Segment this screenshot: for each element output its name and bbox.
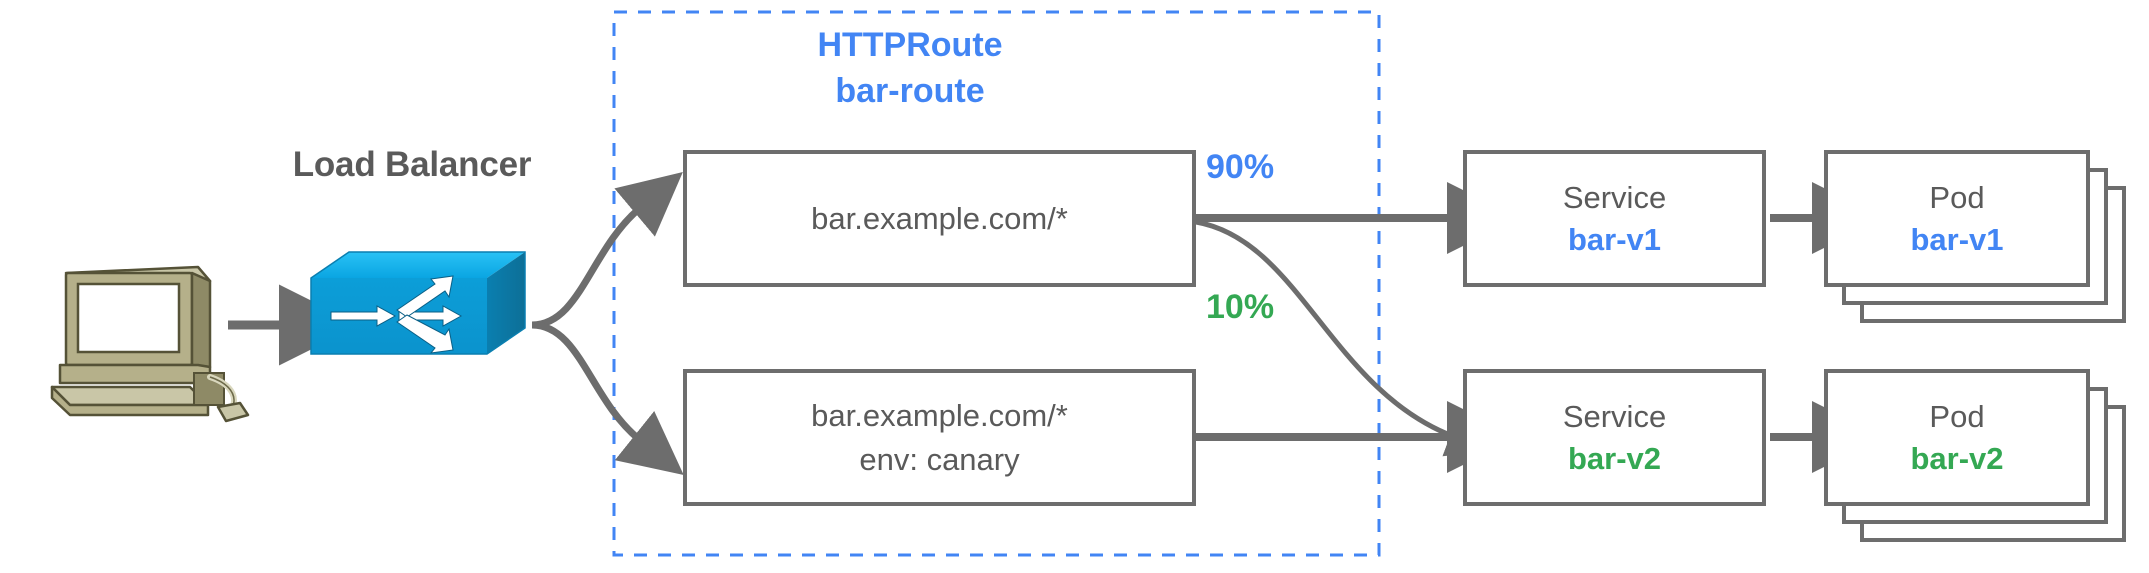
pod-stack-bar-v2: Pod bar-v2 bbox=[1824, 369, 2144, 559]
pod-box-bar-v1[interactable]: Pod bar-v1 bbox=[1824, 150, 2090, 287]
route-rule-2-match: bar.example.com/* bbox=[811, 397, 1068, 433]
weight-label-90: 90% bbox=[1206, 148, 1275, 186]
service-box-bar-v1[interactable]: Service bar-v1 bbox=[1463, 150, 1766, 287]
pod-v1-name: bar-v1 bbox=[1910, 221, 2004, 257]
httproute-kind-label: HTTPRoute bbox=[817, 26, 1003, 64]
route-rule-2-header: env: canary bbox=[859, 441, 1020, 477]
service-v1-name: bar-v1 bbox=[1567, 221, 1662, 257]
route-rule-box-1[interactable]: bar.example.com/* bbox=[683, 150, 1196, 287]
pod-v1-kind: Pod bbox=[1929, 179, 1985, 215]
pod-stack-bar-v1: Pod bar-v1 bbox=[1824, 150, 2144, 340]
route-rule-1-match: bar.example.com/* bbox=[811, 200, 1068, 236]
pod-box-bar-v2[interactable]: Pod bar-v2 bbox=[1824, 369, 2090, 506]
connector-lb-to-rule-1 bbox=[531, 171, 683, 329]
service-v2-name: bar-v2 bbox=[1567, 440, 1662, 476]
desktop-computer-icon bbox=[50, 265, 250, 423]
weight-label-10: 10% bbox=[1206, 288, 1275, 326]
route-rule-box-2[interactable]: bar.example.com/* env: canary bbox=[683, 369, 1196, 506]
httproute-title: HTTPRoute bar-route bbox=[710, 22, 1110, 114]
service-box-bar-v2[interactable]: Service bar-v2 bbox=[1463, 369, 1766, 506]
pod-v2-name: bar-v2 bbox=[1910, 440, 2004, 476]
connector-lb-to-rule-2 bbox=[531, 321, 684, 476]
network-switch-icon bbox=[310, 251, 526, 355]
connector-rule1-to-service-v2 bbox=[1195, 219, 1493, 457]
httproute-group-boundary bbox=[612, 10, 1381, 557]
service-v2-kind: Service bbox=[1562, 398, 1667, 434]
pod-v2-kind: Pod bbox=[1929, 398, 1985, 434]
service-v1-kind: Service bbox=[1562, 179, 1667, 215]
load-balancer-label: Load Balancer bbox=[292, 145, 532, 184]
httproute-name-label: bar-route bbox=[835, 72, 985, 110]
